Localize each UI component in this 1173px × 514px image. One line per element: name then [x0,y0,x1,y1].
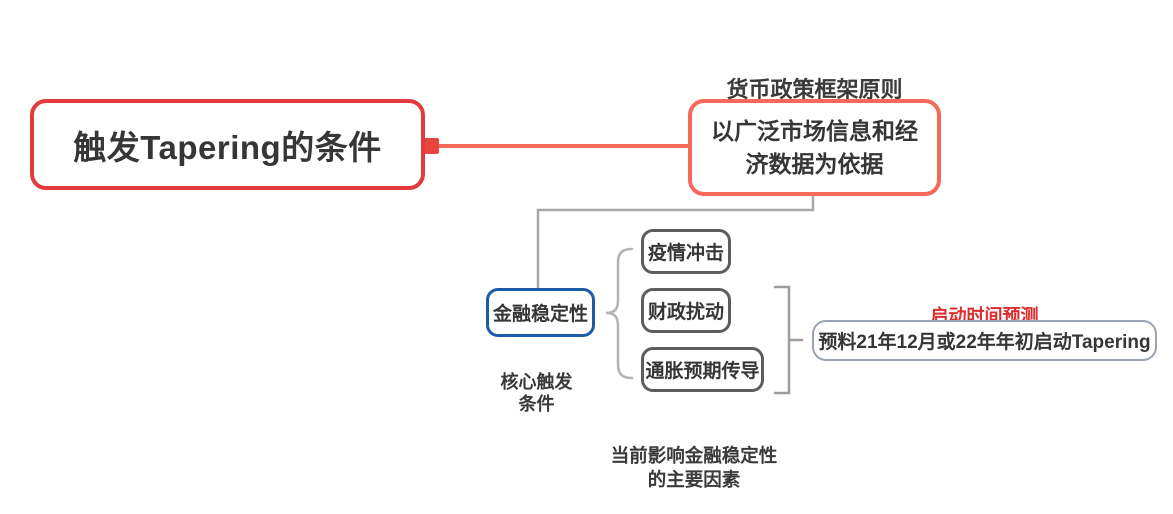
stability-caption-text: 核心触发 条件 [500,372,573,414]
stability-caption[interactable]: 核心触发 条件 [464,349,609,415]
factors-caption[interactable]: 当前影响金融稳定性 的主要因素 [594,420,794,492]
factor-topic-label: 财政扰动 [647,302,724,323]
factor-topic-inflation-expectation[interactable]: 通胀预期传导 [641,347,764,392]
summary-bracket [773,285,804,395]
summary-topic[interactable]: 预料21年12月或22年年初启动Tapering [812,320,1157,361]
stability-topic[interactable]: 金融稳定性 [486,288,595,337]
summary-topic-label: 预料21年12月或22年年初启动Tapering [818,332,1151,353]
factor-topic-fiscal-disturbance[interactable]: 财政扰动 [641,288,731,333]
principle-floating-label[interactable]: 货币政策框架原则 [688,46,941,104]
principle-topic[interactable]: 以广泛市场信息和经 济数据为依据 [688,99,941,196]
principle-floating-label-text: 货币政策框架原则 [726,77,903,102]
root-topic-label: 触发Tapering的条件 [73,128,382,166]
factors-brace [605,247,634,380]
factor-topic-label: 通胀预期传导 [645,361,760,382]
factor-topic-label: 疫情冲击 [647,243,724,264]
principle-stability-connector [536,196,815,291]
root-topic[interactable]: 触发Tapering的条件 [30,99,425,190]
principle-topic-label: 以广泛市场信息和经 济数据为依据 [711,117,918,177]
stability-topic-label: 金融稳定性 [492,304,588,325]
factor-topic-pandemic-shock[interactable]: 疫情冲击 [641,229,731,274]
branch-attach-point [421,138,439,154]
factors-caption-text: 当前影响金融稳定性 的主要因素 [610,445,778,490]
